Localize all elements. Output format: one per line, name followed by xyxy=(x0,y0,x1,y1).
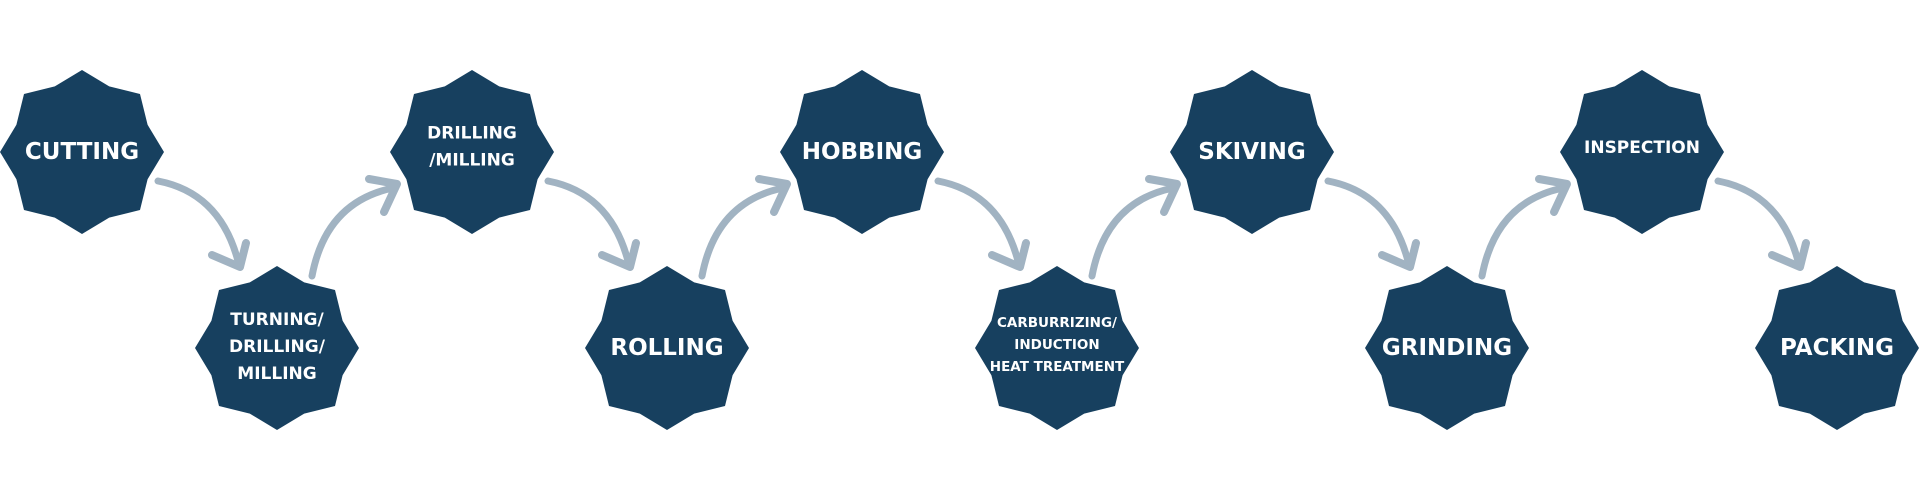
star-badge-shape xyxy=(780,70,944,234)
arrow-shaft xyxy=(154,177,242,265)
star-badge-shape xyxy=(1755,266,1919,430)
process-step-2: TURNING/DRILLING/MILLING xyxy=(195,266,359,430)
arrow-down-5-to-6 xyxy=(934,177,1030,271)
star-badge-shape xyxy=(1170,70,1334,234)
arrow-down-7-to-8 xyxy=(1324,177,1420,271)
arrow-down-3-to-4 xyxy=(544,177,640,271)
arrow-head-icon xyxy=(755,175,791,216)
step-label-line: CARBURRIZING/ xyxy=(997,315,1117,331)
star-badge-shape xyxy=(1560,70,1724,234)
step-label-line: PACKING xyxy=(1780,335,1894,361)
arrow-shaft xyxy=(1324,177,1412,265)
step-label-line: ROLLING xyxy=(610,335,723,361)
arrow-up-6-to-7 xyxy=(1088,175,1181,280)
arrow-head-icon xyxy=(365,175,401,216)
arrow-shaft xyxy=(1478,184,1567,280)
step-label-line: CUTTING xyxy=(25,139,139,165)
arrow-head-icon xyxy=(1768,239,1810,271)
nodes-layer: CUTTINGTURNING/DRILLING/MILLINGDRILLING/… xyxy=(0,70,1919,430)
arrow-down-9-to-10 xyxy=(1714,177,1810,271)
process-step-1: CUTTING xyxy=(0,70,164,234)
arrow-shaft xyxy=(308,184,397,280)
process-step-9: INSPECTION xyxy=(1560,70,1724,234)
star-badge-shape xyxy=(195,266,359,430)
arrow-head-icon xyxy=(988,239,1030,271)
process-step-7: SKIVING xyxy=(1170,70,1334,234)
step-label-line: HOBBING xyxy=(802,139,923,165)
process-step-10: PACKING xyxy=(1755,266,1919,430)
process-step-4: ROLLING xyxy=(585,266,749,430)
arrow-up-2-to-3 xyxy=(308,175,401,280)
arrows-layer xyxy=(154,175,1810,280)
step-label-line: INDUCTION xyxy=(1014,337,1099,353)
step-label-line: TURNING/ xyxy=(230,310,324,330)
step-label-line: MILLING xyxy=(237,364,316,384)
step-label-line: DRILLING xyxy=(427,124,517,144)
arrow-head-icon xyxy=(1145,175,1181,216)
process-step-6: CARBURRIZING/INDUCTION HEAT TREATMENT xyxy=(975,266,1139,430)
star-badge-shape xyxy=(390,70,554,234)
star-badge-shape xyxy=(585,266,749,430)
star-badge-shape xyxy=(1365,266,1529,430)
step-label-line: GRINDING xyxy=(1382,335,1512,361)
arrow-head-icon xyxy=(208,239,250,271)
arrow-shaft xyxy=(1714,177,1802,265)
step-label-line: SKIVING xyxy=(1198,139,1305,165)
process-step-8: GRINDING xyxy=(1365,266,1529,430)
step-label-line: HEAT TREATMENT xyxy=(990,359,1125,375)
star-badge-shape xyxy=(0,70,164,234)
arrow-up-8-to-9 xyxy=(1478,175,1571,280)
arrow-shaft xyxy=(698,184,787,280)
arrow-shaft xyxy=(934,177,1022,265)
arrow-shaft xyxy=(544,177,632,265)
process-step-5: HOBBING xyxy=(780,70,944,234)
star-badge-shape xyxy=(975,266,1139,430)
step-label-line: DRILLING/ xyxy=(229,337,326,357)
arrow-head-icon xyxy=(1378,239,1420,271)
arrow-up-4-to-5 xyxy=(698,175,791,280)
process-step-3: DRILLING/MILLING xyxy=(390,70,554,234)
arrow-shaft xyxy=(1088,184,1177,280)
step-label-line: /MILLING xyxy=(429,151,515,171)
arrow-down-1-to-2 xyxy=(154,177,250,271)
arrow-head-icon xyxy=(598,239,640,271)
arrow-head-icon xyxy=(1535,175,1571,216)
step-label-line: INSPECTION xyxy=(1584,138,1700,158)
